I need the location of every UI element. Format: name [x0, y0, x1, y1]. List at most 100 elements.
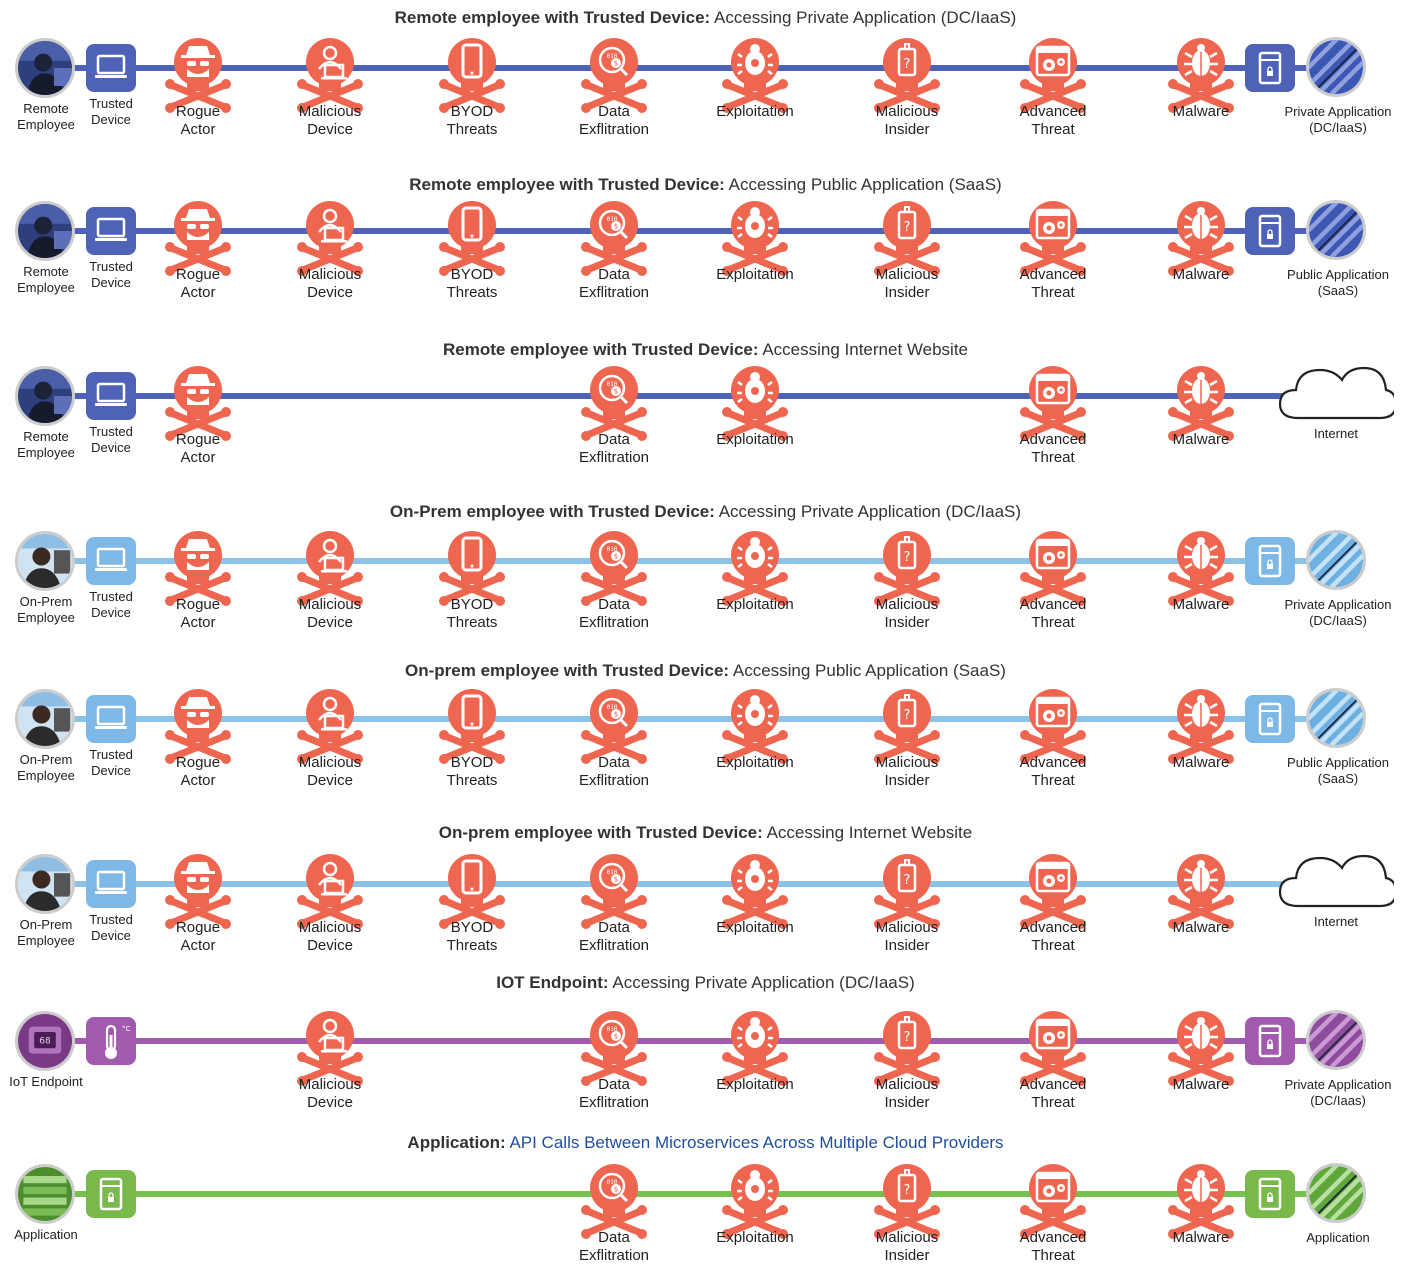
svg-text:?: ?: [904, 1030, 911, 1045]
title-bold: On-Prem employee with Trusted Device:: [389, 502, 715, 521]
row-8-destination-app-icon: [1306, 1163, 1366, 1223]
row-5-threat-label-line: Advanced: [1019, 754, 1087, 771]
row-6-threat-label-line: Insider: [884, 937, 930, 954]
row-6-device-label-line: Device: [91, 928, 131, 943]
row-5-destination-label: Public Application(SaaS): [1268, 755, 1408, 787]
row-1-threat-malware-icon: [1166, 33, 1236, 113]
row-1-source-avatar: [15, 38, 75, 98]
row-8-threat-exfil-icon: 010$: [579, 1159, 649, 1239]
svg-text:010: 010: [607, 1179, 618, 1186]
row-2-device-icon: [86, 207, 136, 255]
row-1-threat-exfil-icon: 010$: [579, 33, 649, 113]
row-1-threat-advanced-icon: [1018, 33, 1088, 113]
row-7-source-label: IoT Endpoint: [1, 1074, 91, 1090]
svg-text:010: 010: [607, 1026, 618, 1033]
row-3-device-label-line: Trusted: [89, 424, 133, 439]
row-4-source-label-line: On-Prem: [19, 594, 73, 609]
row-2-threat-exfil-icon: 010$: [579, 196, 649, 276]
row-8-threat-label-line: Exflitration: [578, 1247, 650, 1264]
row-5-threat-label-line: Insider: [884, 772, 930, 789]
title-bold: Application:: [407, 1133, 506, 1152]
row-1-threat-label-line: Rogue: [175, 103, 221, 120]
row-4-threat-label-line: Data: [598, 596, 630, 613]
row-6-threat-malware-icon: [1166, 849, 1236, 929]
row-4-device-icon: [86, 537, 136, 585]
row-4-threat-label-line: Threat: [1031, 614, 1075, 631]
row-5-destination-app-icon: [1306, 688, 1366, 748]
row-4-device-label-line: Device: [91, 605, 131, 620]
row-2-threat-insider-icon: ?: [872, 196, 942, 276]
row-4-source-label-line: Employee: [17, 610, 75, 625]
row-4-device-label-line: Trusted: [89, 589, 133, 604]
row-7-threat-label: Malware: [1141, 1076, 1261, 1094]
svg-text:$: $: [614, 60, 618, 68]
row-5-device-label-line: Device: [91, 763, 131, 778]
row-2-threat-label-line: Rogue: [175, 266, 221, 283]
svg-text:$: $: [614, 1033, 618, 1041]
row-1-threat-label-line: Advanced: [1019, 103, 1087, 120]
row-5-device-label-line: Trusted: [89, 747, 133, 762]
row-5-threat-exploit-icon: [720, 684, 790, 764]
row-5-threat-label-line: Rogue: [175, 754, 221, 771]
row-6-threat-rogue-icon: [163, 849, 233, 929]
row-5-threat-exfil-icon: 010$: [579, 684, 649, 764]
row-1-title: Remote employee with Trusted Device: Acc…: [0, 8, 1411, 28]
row-2-threat-label: Malware: [1141, 266, 1261, 284]
svg-text:010: 010: [607, 381, 618, 388]
row-6-threat-label: Malware: [1141, 919, 1261, 937]
row-1-threat-insider-icon: ?: [872, 33, 942, 113]
row-4-threat-label-line: BYOD: [450, 596, 494, 613]
row-1-path-line: [60, 65, 1310, 71]
row-3-device-icon: [86, 372, 136, 420]
row-1-destination-app-icon: [1306, 37, 1366, 97]
row-5-path-line: [60, 716, 1310, 722]
row-8-threat-label-line: Insider: [884, 1247, 930, 1264]
row-5-threat-label-line: Malware: [1172, 754, 1230, 771]
row-7-destination-app-icon: [1306, 1010, 1366, 1070]
title-bold: Remote employee with Trusted Device:: [394, 8, 711, 27]
row-8-threat-label-line: Threat: [1031, 1247, 1075, 1264]
row-4-threat-label: Exploitation: [695, 596, 815, 614]
row-3-threat-label-line: Malware: [1172, 431, 1230, 448]
row-7-source-avatar: 68: [15, 1011, 75, 1071]
row-4-threat-label: Malware: [1141, 596, 1261, 614]
row-7-threat-label-line: Malware: [1172, 1076, 1230, 1093]
row-7-threat-label-line: Device: [307, 1094, 353, 1111]
row-8-threat-exploit-icon: [720, 1159, 790, 1239]
row-4-threat-label-line: Malware: [1172, 596, 1230, 613]
row-5-threat-malware-icon: [1166, 684, 1236, 764]
row-1-threat-rogue-icon: [163, 33, 233, 113]
row-5-destination-label-line: Public Application: [1287, 755, 1389, 770]
row-8-threat-label-line: Data: [598, 1229, 630, 1246]
row-1-threat-byod-icon: [437, 33, 507, 113]
row-5-threat-label-line: Data: [598, 754, 630, 771]
row-4-threat-exploit-icon: [720, 526, 790, 606]
row-2-threat-maldev-icon: [295, 196, 365, 276]
row-8-threat-malware-icon: [1166, 1159, 1236, 1239]
row-6-threat-label-line: Threats: [446, 937, 498, 954]
row-6-threat-insider-icon: ?: [872, 849, 942, 929]
row-1-threat-label-line: Actor: [180, 121, 216, 138]
row-4-source-avatar: [15, 531, 75, 591]
title-bold: Remote employee with Trusted Device:: [442, 340, 759, 359]
row-2-threat-rogue-icon: [163, 196, 233, 276]
row-1-destination-label-line: Private Application: [1284, 104, 1392, 119]
row-5-threat-rogue-icon: [163, 684, 233, 764]
row-5-threat-label-line: Malicious: [875, 754, 939, 771]
row-1-threat-label-line: Malicious: [875, 103, 939, 120]
row-8-destination-label: Application: [1268, 1230, 1408, 1246]
